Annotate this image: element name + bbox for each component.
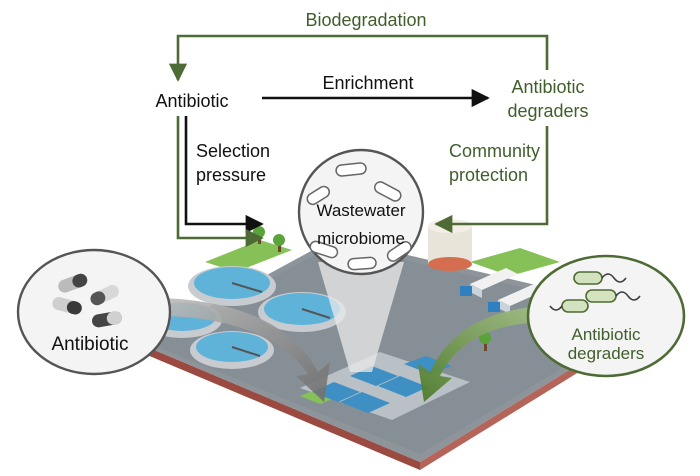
- selection-pressure-arrow: [184, 116, 264, 234]
- pill-icon: [58, 273, 88, 293]
- magnifier-cone: [318, 262, 404, 372]
- bacterium-rod: [386, 240, 412, 262]
- truck: [460, 268, 518, 298]
- bacterium-with-flagellum-icon: [573, 271, 627, 285]
- bacterium-rod: [306, 185, 331, 206]
- tree: [273, 234, 285, 252]
- degraders-bubble: Antibiotic degraders: [526, 254, 686, 378]
- selection-label-line2: pressure: [196, 165, 266, 185]
- clarifier-tank: [190, 331, 274, 369]
- microbiome-label-line1: Wastewater: [316, 201, 405, 220]
- clarifier-tank: [258, 292, 346, 332]
- lawn-patch: [470, 248, 560, 276]
- community-protection-arrow: [434, 126, 549, 234]
- bacterium-with-flagellum-icon: [549, 299, 589, 313]
- bacterium-rod: [347, 256, 377, 271]
- biodegradation-arrow: [168, 34, 549, 82]
- antibiotic-to-microbiome-green-line: [176, 116, 264, 248]
- degraders-bubble-label-line2: degraders: [568, 344, 645, 363]
- degraders-node-label-line1: Antibiotic: [511, 77, 584, 97]
- degraders-bubble-label-line1: Antibiotic: [572, 325, 641, 344]
- platform-left-wall: [140, 344, 420, 470]
- storage-tank: [428, 219, 472, 271]
- selection-label-line1: Selection: [196, 141, 270, 161]
- biodegradation-label: Biodegradation: [305, 10, 426, 30]
- tree: [479, 332, 491, 351]
- microbiome-bubble: Wastewater microbiome: [297, 148, 425, 276]
- bacterium-with-flagellum-icon: [585, 289, 641, 303]
- treatment-plant: [140, 219, 660, 470]
- clarifier-tank: [188, 266, 276, 306]
- lawn-patch: [205, 240, 292, 272]
- antibiotic-inflow-arrow: [160, 298, 330, 402]
- microbiome-label-line2: microbiome: [317, 229, 405, 248]
- cycle-arrows: [168, 34, 549, 248]
- antibiotic-node-label: Antibiotic: [155, 91, 228, 111]
- antibiotic-bubble: Antibiotic: [16, 248, 172, 376]
- bacterium-rod: [309, 240, 339, 259]
- community-label-line2: protection: [449, 165, 528, 185]
- pill-icon: [90, 285, 119, 306]
- bacterium-rod: [374, 181, 402, 202]
- community-label-line1: Community: [449, 141, 540, 161]
- enrichment-label: Enrichment: [322, 73, 413, 93]
- pill-icon: [52, 297, 82, 315]
- antibiotic-bubble-label: Antibiotic: [51, 334, 128, 355]
- truck: [488, 284, 546, 314]
- degraders-node-label-line2: degraders: [507, 101, 588, 121]
- bacterium-rod: [335, 162, 367, 177]
- pill-icon: [92, 311, 122, 328]
